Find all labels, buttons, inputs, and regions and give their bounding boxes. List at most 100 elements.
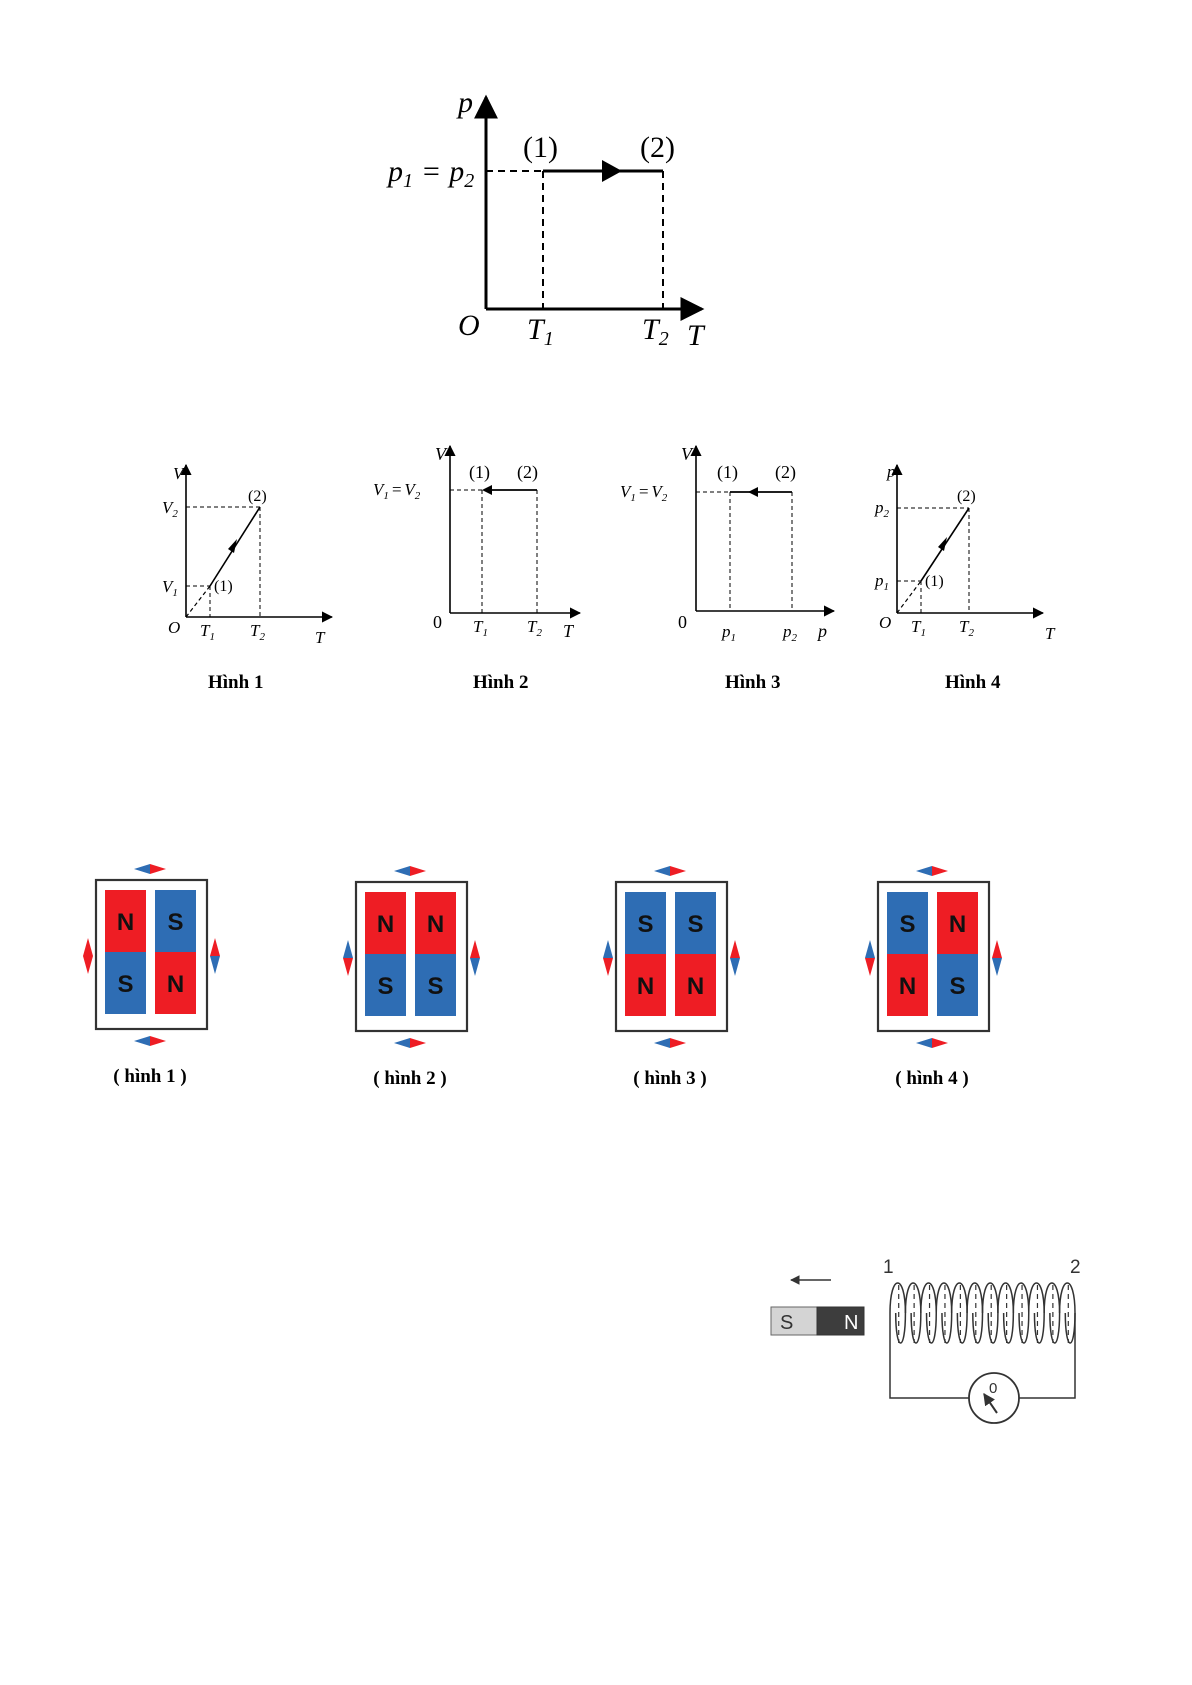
tick-p2: p2 (782, 622, 798, 644)
compass-right-icon (992, 940, 1002, 976)
state-1-label: (1) (717, 462, 738, 483)
origin-label: O (168, 618, 180, 637)
pole-label-tr: N (427, 911, 444, 938)
graph-hinh-3: V p 0 V1=V2 p1 p2 (1) (2) Hình 3 (640, 440, 840, 695)
axis-y-label: V (681, 444, 694, 464)
magnet-caption-3: ( hình 3 ) (633, 1068, 706, 1089)
coil-experiment: S N 1 2 0 (765, 1255, 1090, 1435)
tick-t1: T1 (527, 313, 554, 350)
coil (890, 1283, 1075, 1343)
pole-label-br: N (687, 973, 704, 1000)
state-2-label: (2) (248, 488, 267, 505)
magnet-figure-1: N S S N ( hình 1 ) (80, 860, 230, 1090)
compass-left-icon (343, 940, 353, 976)
origin-label: 0 (433, 612, 442, 632)
pole-label-tl: S (899, 911, 915, 938)
state-2-label: (2) (775, 462, 796, 483)
magnet-caption-4: ( hình 4 ) (895, 1068, 968, 1089)
axis-x-label: T (563, 621, 575, 641)
compass-right-icon (730, 940, 740, 976)
process-arrow-icon (482, 485, 492, 495)
axis-y-label: V (435, 444, 448, 464)
compass-top-icon (654, 866, 686, 876)
graph-hinh-4: p T O p2 p1 T1 T2 (1) (2) Hình 4 (875, 455, 1065, 695)
graph-hinh-2: V T 0 V1=V2 T1 T2 (1) (2) Hình 2 (395, 440, 595, 695)
p-value-label: p1=p2 (386, 155, 474, 192)
state-2-label: (2) (517, 462, 538, 483)
pole-label-tl: N (117, 909, 134, 936)
caption-hinh-4: Hình 4 (945, 672, 1001, 693)
pole-label-tl: N (377, 911, 394, 938)
compass-left-icon (603, 940, 613, 976)
magnet-n-label: N (844, 1312, 858, 1334)
axis-y-label: p (886, 462, 896, 481)
state-1-label: (1) (469, 462, 490, 483)
compass-bottom-icon (916, 1038, 948, 1048)
axis-y-label: p (456, 86, 473, 119)
state-1-label: (1) (925, 573, 944, 590)
galvanometer-zero: 0 (989, 1380, 997, 1397)
axis-y-label: V (173, 464, 186, 483)
coil-end-1: 1 (883, 1257, 894, 1278)
process-arrow-icon (748, 487, 758, 497)
origin-label: O (879, 613, 891, 632)
tick-t2: T2 (527, 617, 542, 639)
compass-right-icon (470, 940, 480, 976)
tick-p1: p1 (874, 571, 889, 593)
pole-label-bl: S (117, 971, 133, 998)
pole-label-tr: N (949, 911, 966, 938)
compass-top-icon (134, 864, 166, 874)
state-1-label: (1) (523, 131, 558, 164)
circuit-wire-right (1018, 1313, 1075, 1398)
magnet-caption-1: ( hình 1 ) (113, 1066, 186, 1087)
state-2-label: (2) (640, 131, 675, 164)
origin-label: O (458, 309, 480, 342)
tick-v1: V1 (162, 577, 178, 599)
compass-top-icon (394, 866, 426, 876)
tick-p2: p2 (874, 498, 890, 520)
compass-right-icon (210, 938, 220, 974)
magnet-figure-4: S N N S ( hình 4 ) (862, 862, 1012, 1092)
compass-bottom-icon (654, 1038, 686, 1048)
magnet-s-label: S (780, 1312, 793, 1334)
axis-x-label: T (1045, 624, 1056, 643)
compass-bottom-icon (394, 1038, 426, 1048)
caption-hinh-1: Hình 1 (208, 672, 263, 693)
tick-t1: T1 (911, 617, 926, 639)
compass-top-icon (916, 866, 948, 876)
pole-label-br: S (427, 973, 443, 1000)
axis-x-label: T (315, 628, 326, 647)
bar-magnet-s (771, 1307, 817, 1335)
pole-label-bl: S (377, 973, 393, 1000)
axis-x-label: T (687, 319, 706, 352)
compass-left-icon (83, 938, 93, 974)
tick-t2: T2 (642, 313, 669, 350)
extension-dashed (897, 581, 921, 613)
pole-label-bl: N (637, 973, 654, 1000)
state-1-label: (1) (214, 578, 233, 595)
magnet-figure-3: S S N N ( hình 3 ) (600, 862, 750, 1092)
graph-hinh-1: V T O V2 V1 T1 T2 (1) (2) Hình 1 (150, 455, 340, 695)
pole-label-tl: S (637, 911, 653, 938)
compass-left-icon (865, 940, 875, 976)
pole-label-tr: S (167, 909, 183, 936)
tick-t1: T1 (200, 621, 215, 643)
axis-x-label: p (816, 621, 827, 641)
caption-hinh-3: Hình 3 (725, 672, 780, 693)
tick-v: V1=V2 (373, 480, 421, 502)
main-pt-graph: p T O p1=p2 (1) (2) T1 T2 (380, 85, 730, 375)
extension-dashed (186, 586, 210, 617)
tick-t2: T2 (959, 617, 974, 639)
tick-p1: p1 (721, 622, 736, 644)
pole-label-br: S (949, 973, 965, 1000)
pole-label-br: N (167, 971, 184, 998)
tick-v2: V2 (162, 498, 178, 520)
tick-v: V1=V2 (620, 482, 668, 504)
coil-end-2: 2 (1070, 1257, 1081, 1278)
state-2-label: (2) (957, 488, 976, 505)
pole-label-bl: N (899, 973, 916, 1000)
caption-hinh-2: Hình 2 (473, 672, 528, 693)
pole-label-tr: S (687, 911, 703, 938)
tick-t2: T2 (250, 621, 265, 643)
